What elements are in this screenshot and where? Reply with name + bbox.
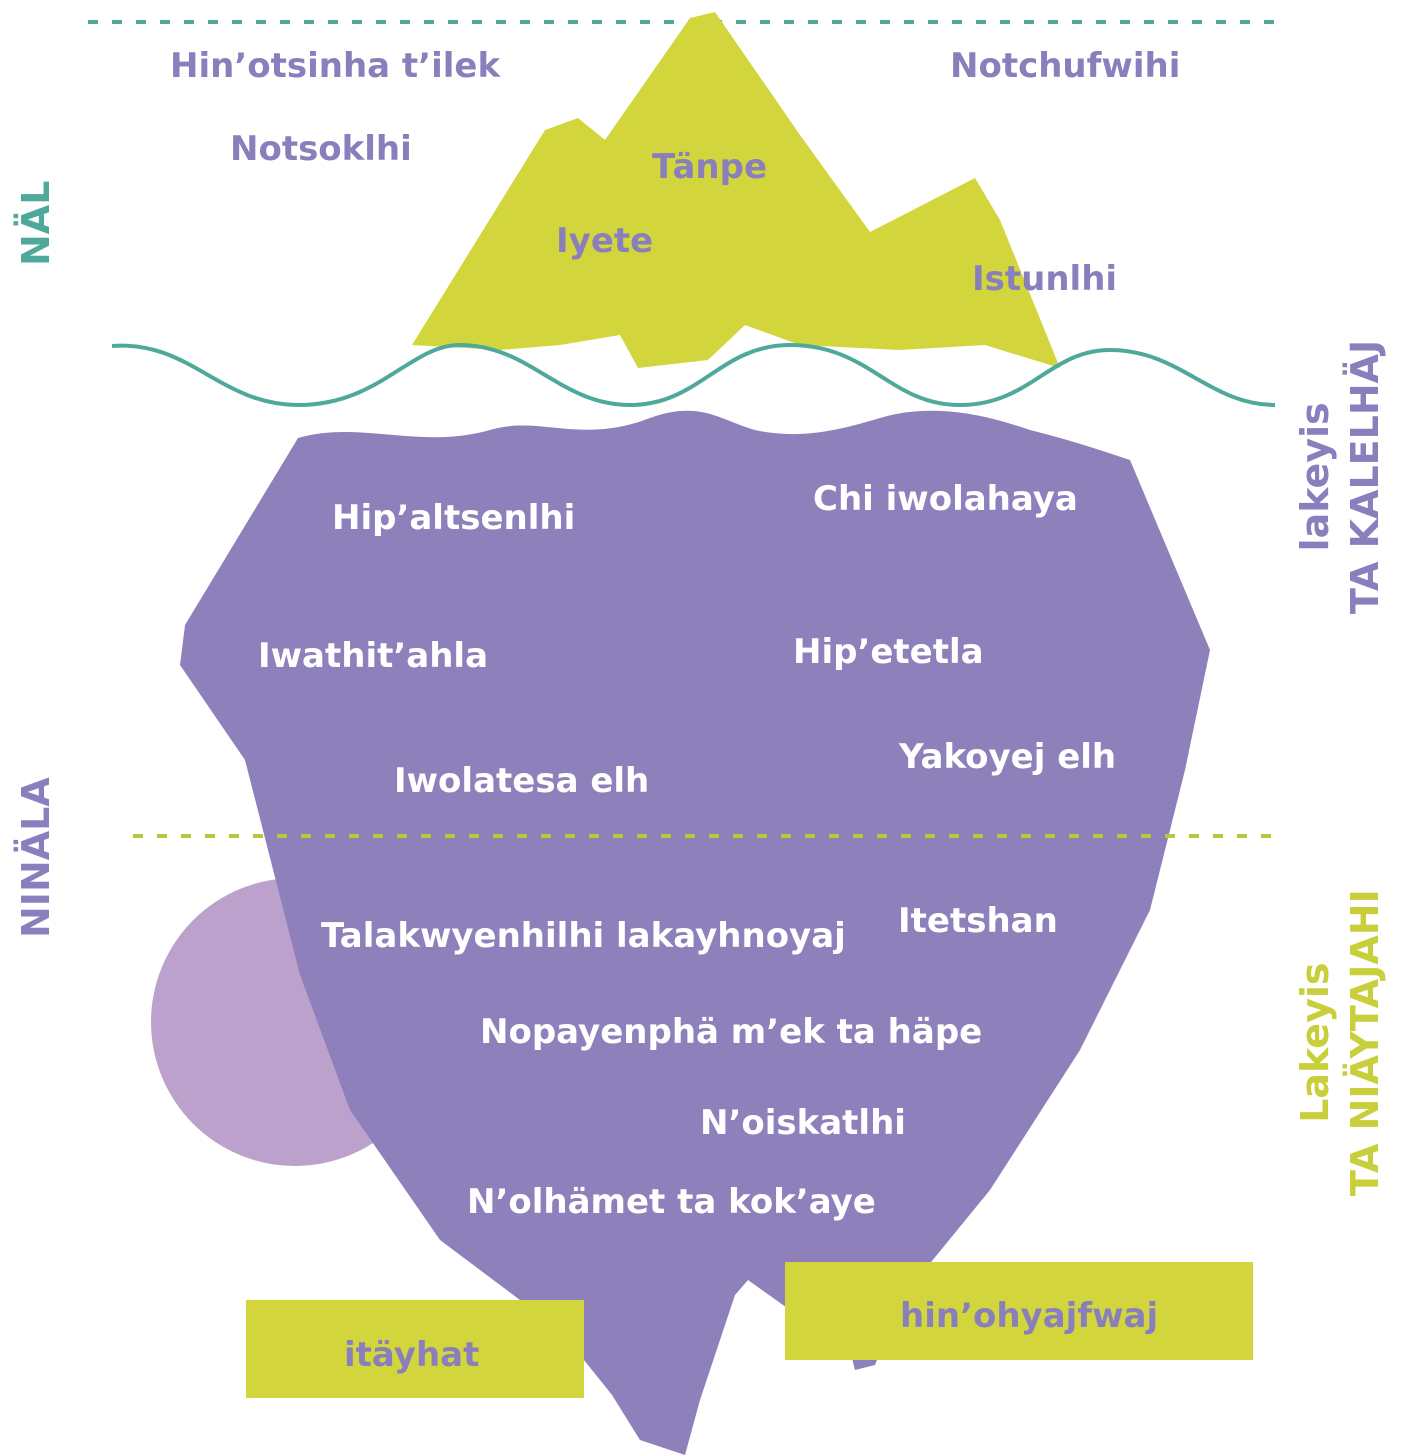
label-chi-iwolahaya: Chi iwolahaya <box>813 479 1078 519</box>
box-right-label: hin’ohyajfwaj <box>900 1296 1159 1336</box>
side-label-niaytajahi: Lakeyis TA NIÄYTAJAHI <box>1290 889 1390 1196</box>
waterline-wave <box>111 342 1276 408</box>
label-iyete: Iyete <box>556 221 654 261</box>
side-label-nal: NÄL <box>14 180 58 266</box>
iceberg-body <box>180 410 1210 1455</box>
label-istunlhi: Istunlhi <box>972 259 1118 299</box>
label-tanpe: Tänpe <box>652 147 768 187</box>
label-hipetetla: Hip’etetla <box>793 632 984 672</box>
label-hipaltsenlhi: Hip’altsenlhi <box>332 498 576 538</box>
box-left <box>246 1300 584 1398</box>
label-noiskatlhi: N’oiskatlhi <box>700 1103 906 1143</box>
label-hinotsinha: Hin’otsinha t’ilek <box>170 46 501 86</box>
side-label-kalelhaj-line1: lakeyis <box>1293 402 1337 552</box>
label-iwolatesa-elh: Iwolatesa elh <box>394 761 650 801</box>
side-label-niaytajahi-line2: TA NIÄYTAJAHI <box>1343 889 1387 1196</box>
label-notchufwihi: Notchufwihi <box>950 46 1181 86</box>
label-yakoyej-elh: Yakoyej elh <box>899 737 1117 777</box>
label-nopayenpha: Nopayenphä m’ek ta häpe <box>480 1012 983 1052</box>
iceberg-tip <box>412 12 1060 368</box>
label-talakwyenhilhi: Talakwyenhilhi lakayhnoyaj <box>321 916 846 956</box>
label-itetshan: Itetshan <box>898 901 1058 941</box>
side-label-kalelhaj-line2: TA KALELHÄJ <box>1343 339 1387 614</box>
side-label-niaytajahi-line1: Lakeyis <box>1293 962 1337 1123</box>
label-iwathitahla: Iwathit’ahla <box>258 636 489 676</box>
side-label-kalelhaj: lakeyis TA KALELHÄJ <box>1290 340 1390 614</box>
label-nolhamet: N’olhämet ta kok’aye <box>467 1182 876 1222</box>
box-right <box>785 1262 1253 1360</box>
side-label-ninala: NINÄLA <box>14 777 58 938</box>
label-notsoklhi: Notsoklhi <box>230 129 412 169</box>
box-left-label: itäyhat <box>344 1335 480 1375</box>
